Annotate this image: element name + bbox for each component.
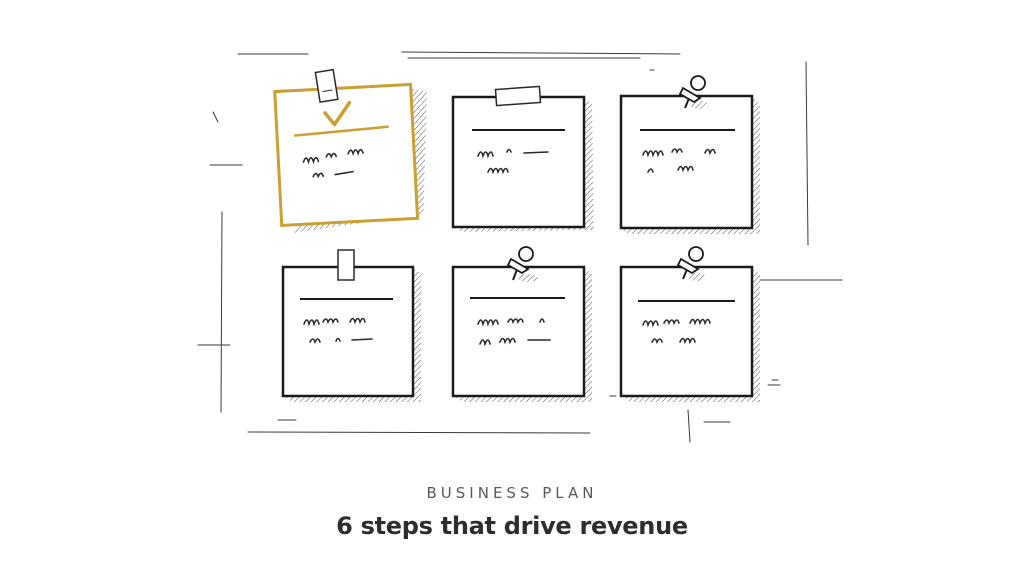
tape-icon [494, 85, 542, 107]
note-scribble [303, 317, 373, 345]
note-3 [619, 75, 760, 234]
note-scribble [302, 148, 364, 179]
pushpin-icon [676, 246, 706, 281]
note-scribble [642, 148, 716, 173]
note-card [619, 94, 754, 230]
caption-kicker: BUSINESS PLAN [426, 484, 598, 502]
note-scribble [477, 318, 551, 347]
note-scribble [642, 318, 711, 345]
note-1 [273, 68, 427, 233]
tape-icon [337, 249, 355, 281]
note-2 [451, 85, 594, 232]
caption-headline: 6 steps that drive revenue [336, 512, 688, 540]
note-5 [451, 246, 592, 402]
note-scribble [477, 148, 549, 175]
note-6 [619, 246, 760, 402]
pushpin-icon [678, 75, 709, 109]
note-heading-line [293, 125, 389, 137]
checkmark-icon [323, 100, 352, 127]
note-card [451, 95, 586, 229]
note-card [451, 265, 586, 398]
tape-icon [314, 68, 339, 103]
note-card [619, 265, 754, 398]
pushpin-icon [506, 246, 538, 282]
caption: BUSINESS PLAN 6 steps that drive revenue [0, 483, 1024, 541]
note-card [281, 265, 415, 398]
note-4 [281, 249, 421, 402]
sketch-frame [197, 51, 843, 443]
note-card [273, 82, 420, 227]
